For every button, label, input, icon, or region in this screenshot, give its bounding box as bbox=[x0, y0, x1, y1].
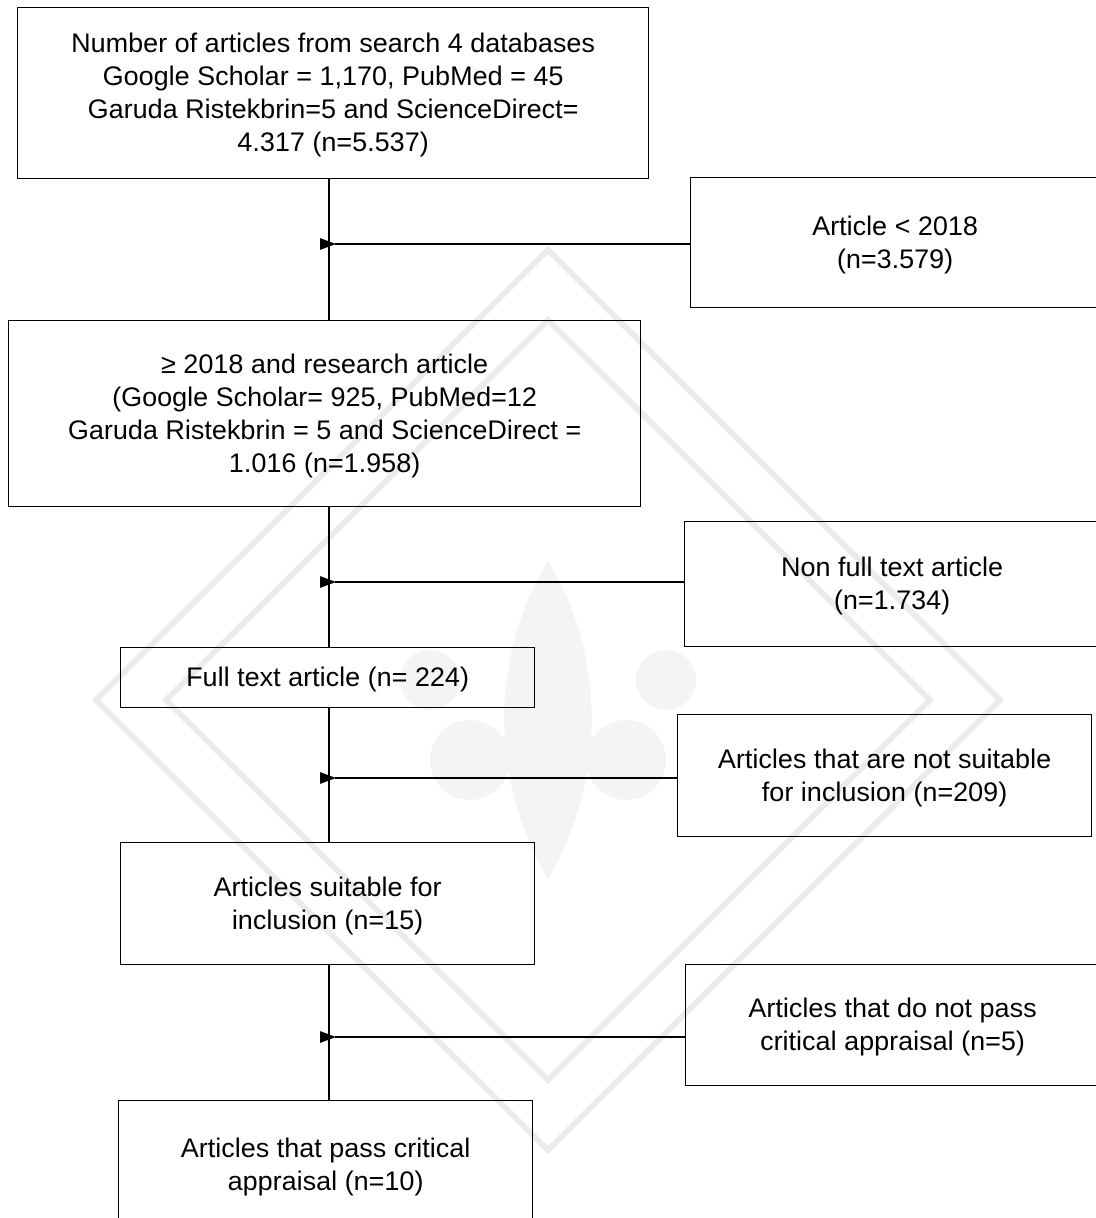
box-text-line: for inclusion (n=209) bbox=[761, 776, 1008, 807]
box-text-line: (n=3.579) bbox=[836, 243, 954, 274]
search-results-box: Number of articles from search 4 databas… bbox=[17, 7, 649, 179]
box-text-line: critical appraisal (n=5) bbox=[760, 1026, 1025, 1056]
suitable-articles-box: Articles suitable for inclusion (n=15) bbox=[120, 842, 535, 965]
box-text-line: (Google Scholar= 925, PubMed=12 bbox=[112, 381, 537, 412]
box-text-line: Garuda Ristekbrin = 5 and ScienceDirect … bbox=[67, 414, 582, 445]
exclusion-before-2018-box: Article < 2018 (n=3.579) bbox=[690, 177, 1096, 308]
box-text-line: Full text article (n= 224) bbox=[186, 662, 469, 692]
box-text-line: 4.317 (n=5.537) bbox=[237, 127, 429, 157]
box-text-line: Article < 2018 bbox=[812, 210, 978, 241]
box-text-line: ≥ 2018 and research article bbox=[160, 348, 488, 379]
full-text-articles-box: Full text article (n= 224) bbox=[120, 647, 535, 708]
box-text-line: Articles suitable for bbox=[213, 871, 442, 902]
box-text-line: Google Scholar = 1,170, PubMed = 45 bbox=[102, 61, 564, 91]
box-text-line: 1.016 (n=1.958) bbox=[228, 447, 421, 478]
exclusion-non-full-text-box: Non full text article (n=1.734) bbox=[684, 521, 1096, 647]
box-text-line: Articles that do not pass bbox=[748, 993, 1037, 1023]
box-text-line: appraisal (n=10) bbox=[227, 1166, 424, 1196]
exclusion-failed-appraisal-box: Articles that do not pass critical appra… bbox=[685, 964, 1096, 1086]
passed-appraisal-box: Articles that pass critical appraisal (n… bbox=[118, 1100, 533, 1218]
box-text-line: Number of articles from search 4 databas… bbox=[71, 28, 595, 58]
box-text-line: (n=1.734) bbox=[833, 585, 951, 615]
research-articles-box: ≥ 2018 and research article (Google Scho… bbox=[8, 320, 641, 507]
box-text-line: Garuda Ristekbrin=5 and ScienceDirect= bbox=[87, 94, 579, 124]
box-text-line: inclusion (n=15) bbox=[231, 904, 424, 935]
box-text-line: Articles that are not suitable bbox=[717, 743, 1052, 774]
box-text-line: Articles that pass critical bbox=[180, 1133, 471, 1163]
exclusion-not-suitable-box: Articles that are not suitable for inclu… bbox=[677, 714, 1092, 837]
box-text-line: Non full text article bbox=[780, 552, 1004, 582]
